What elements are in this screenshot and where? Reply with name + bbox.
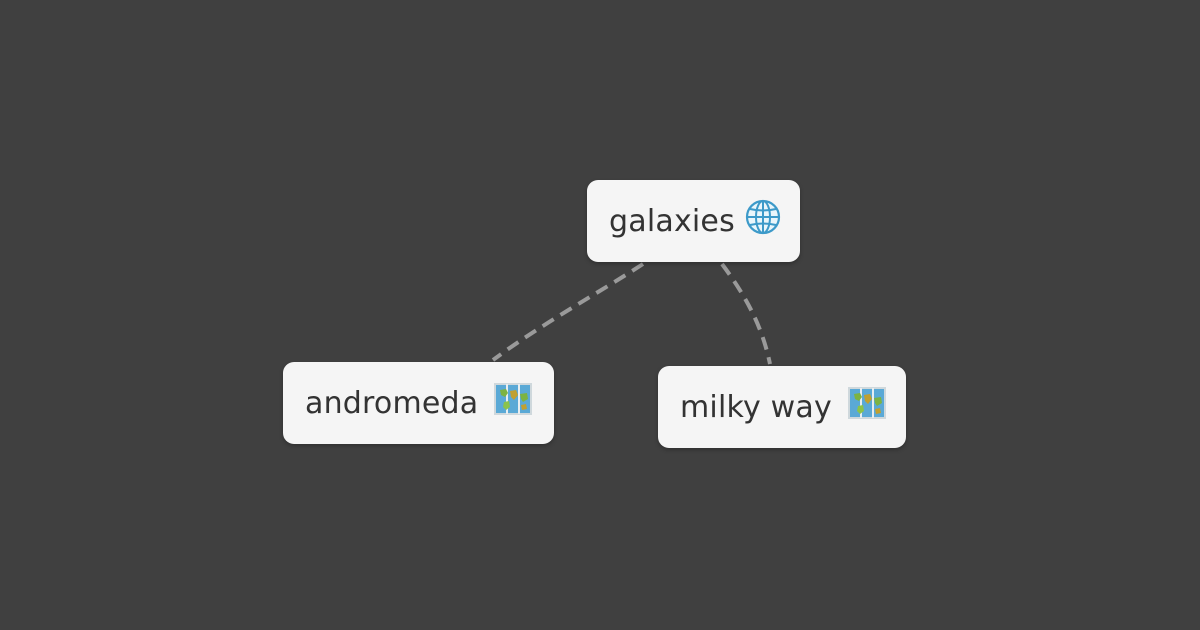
node-label: andromeda xyxy=(305,385,479,421)
world-map-icon xyxy=(847,386,886,428)
node-andromeda[interactable]: andromeda xyxy=(283,362,554,444)
globe-icon xyxy=(745,199,781,243)
edge-galaxies-milkyway xyxy=(720,262,772,365)
node-label: galaxies xyxy=(609,203,735,239)
edge-galaxies-andromeda xyxy=(491,262,645,362)
world-map-icon xyxy=(494,382,533,424)
node-galaxies[interactable]: galaxies xyxy=(587,180,800,262)
node-milky-way[interactable]: milky way xyxy=(658,366,906,448)
node-label: milky way xyxy=(680,389,832,425)
